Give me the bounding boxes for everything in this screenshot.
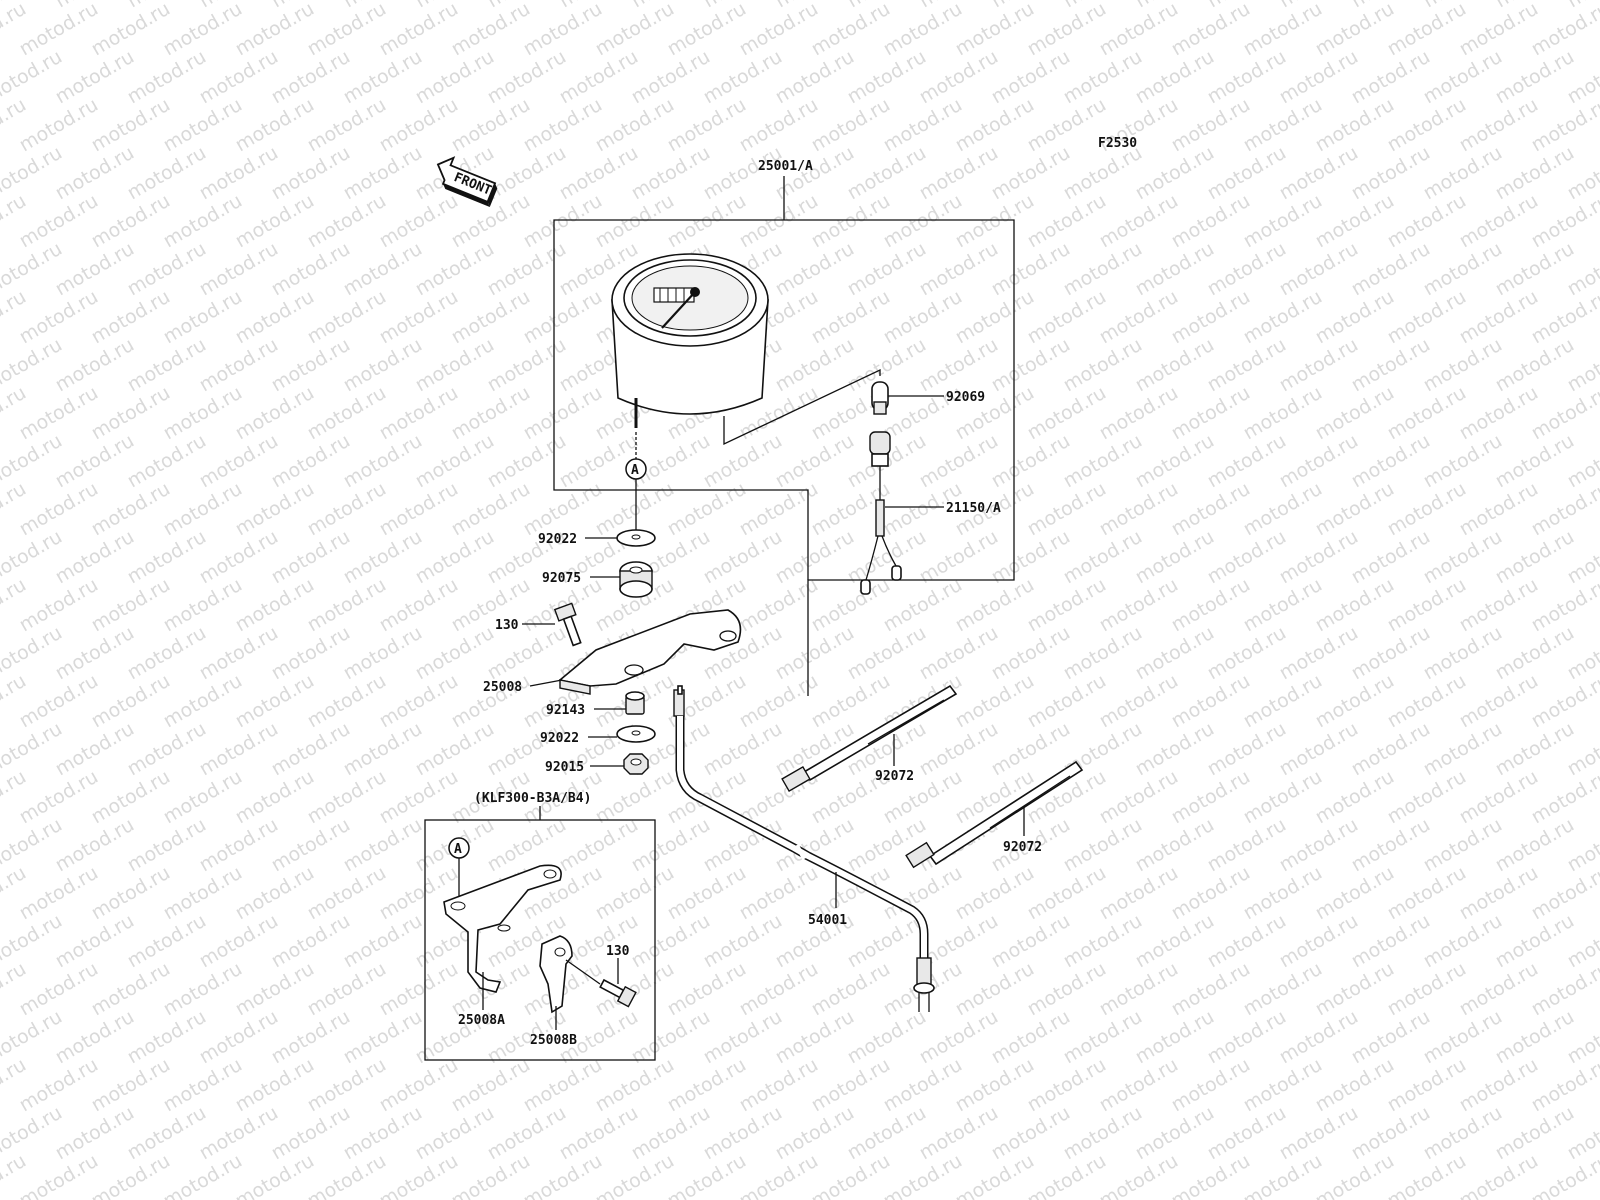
label-meter-assy: 25001/A <box>758 159 813 174</box>
label-collar: 92143 <box>546 703 585 718</box>
watermark-text: motod.ru <box>160 0 246 60</box>
speedometer-cable <box>673 685 935 1012</box>
label-bolt: 130 <box>495 618 519 633</box>
label-inset-bracket-b: 25008B <box>530 1033 577 1048</box>
watermark-text: motod.ru <box>880 0 966 60</box>
cable-band-2 <box>905 760 1084 869</box>
nut <box>623 753 649 775</box>
watermark-text: motod.ru <box>808 0 894 60</box>
damper <box>619 561 653 598</box>
label-band-2: 92072 <box>1003 840 1042 855</box>
ref-marker-a-text: A <box>631 463 639 478</box>
bolt <box>553 602 582 647</box>
label-nut: 92015 <box>545 760 584 775</box>
watermark-text: motod.ru <box>16 0 102 60</box>
washer-top <box>616 529 656 547</box>
washer-bottom <box>616 725 656 743</box>
watermark-text: motod.ru <box>520 0 606 60</box>
watermark-text: motod.ru <box>1528 1150 1600 1200</box>
watermark-text: motod.ru <box>664 0 750 60</box>
watermark-text: motod.ru <box>448 0 534 60</box>
collar <box>625 691 645 715</box>
label-washer-top: 92022 <box>538 532 577 547</box>
speedometer <box>611 253 881 446</box>
inset-box: (KLF300-B3A/B4) A 25008A 25008B 130 <box>424 791 656 1061</box>
cable-band-1 <box>781 684 958 793</box>
watermark-text: motod.ru <box>304 0 390 60</box>
inset-bracket-a <box>443 864 562 993</box>
label-socket-cord: 21150/A <box>946 501 1001 516</box>
figure-code: F2530 <box>1098 136 1137 151</box>
inset-title: (KLF300-B3A/B4) <box>474 791 591 806</box>
meter-assy-frame <box>553 176 1015 696</box>
watermark-text: motod.ru <box>1312 0 1398 60</box>
label-cable: 54001 <box>808 913 847 928</box>
watermark-text: motod.ru <box>88 0 174 60</box>
inset-bolt <box>599 978 637 1008</box>
socket-cord <box>860 431 902 595</box>
inset-ref-marker-a-text: A <box>454 842 462 857</box>
watermark-text: motod.ru <box>1096 0 1182 60</box>
watermark-text: motod.ru <box>952 0 1038 60</box>
label-inset-bracket-a: 25008A <box>458 1013 505 1028</box>
label-bulb: 92069 <box>946 390 985 405</box>
watermark-text: motod.ru <box>1024 0 1110 60</box>
watermark-text: motod.ru <box>1240 0 1326 60</box>
label-bracket: 25008 <box>483 680 522 695</box>
inset-bracket-b <box>539 935 573 1014</box>
label-band-1: 92072 <box>875 769 914 784</box>
label-washer-bottom: 92022 <box>540 731 579 746</box>
watermark-text: motod.ru <box>1168 0 1254 60</box>
label-inset-bolt: 130 <box>606 944 630 959</box>
watermark-text: motod.ru <box>1384 0 1470 60</box>
watermark-text: motod.ru <box>592 0 678 60</box>
label-damper: 92075 <box>542 571 581 586</box>
watermark-text: motod.ru <box>1456 0 1542 60</box>
watermark-text: motod.ru <box>376 0 462 60</box>
meter-bulb <box>871 381 889 415</box>
watermark-text: motod.ru <box>736 0 822 60</box>
watermark-text: motod.ru <box>232 0 318 60</box>
meter-bracket <box>558 609 742 695</box>
